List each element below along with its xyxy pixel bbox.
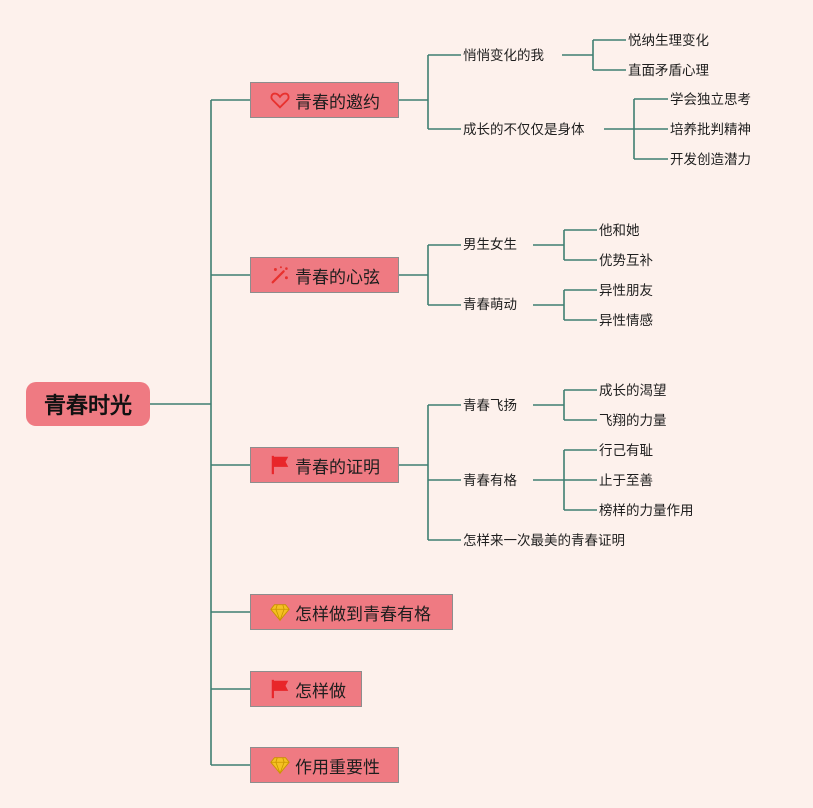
branch-label: 青春的心弦	[295, 267, 380, 288]
leaf-opposite-sex-feelings[interactable]: 异性情感	[597, 312, 655, 330]
red-flag-icon	[269, 678, 291, 700]
subtopic-best-youth-proof[interactable]: 怎样来一次最美的青春证明	[461, 532, 627, 550]
subtopic-youth-stirring[interactable]: 青春萌动	[461, 296, 519, 314]
branch-label: 青春的邀约	[295, 92, 380, 113]
leaf-he-and-she[interactable]: 他和她	[597, 222, 642, 240]
leaf-critical-spirit[interactable]: 培养批判精神	[668, 121, 753, 139]
leaf-power-of-flight[interactable]: 飞翔的力量	[597, 412, 669, 430]
leaf-role-model-power[interactable]: 榜样的力量作用	[597, 502, 696, 520]
leaf-ultimate-good[interactable]: 止于至善	[597, 472, 655, 490]
diamond-icon	[269, 601, 291, 623]
subtopic-boys-and-girls[interactable]: 男生女生	[461, 236, 519, 254]
leaf-accept-physical-change[interactable]: 悦纳生理变化	[626, 32, 711, 50]
branch-youth-proof[interactable]: 青春的证明	[250, 447, 399, 483]
branch-heartstrings[interactable]: 青春的心弦	[250, 257, 399, 293]
branch-how-to-do[interactable]: 怎样做	[250, 671, 362, 707]
subtopic-youth-character[interactable]: 青春有格	[461, 472, 519, 490]
leaf-independent-thinking[interactable]: 学会独立思考	[668, 91, 753, 109]
branch-how-to-have-character[interactable]: 怎样做到青春有格	[250, 594, 453, 630]
red-flag-icon	[269, 454, 291, 476]
leaf-face-conflict[interactable]: 直面矛盾心理	[626, 62, 711, 80]
leaf-creative-potential[interactable]: 开发创造潜力	[668, 151, 753, 169]
subtopic-changing-me[interactable]: 悄悄变化的我	[461, 47, 546, 65]
branch-label: 怎样做	[295, 681, 346, 702]
leaf-complementary-strengths[interactable]: 优势互补	[597, 252, 655, 270]
branch-youth-invitation[interactable]: 青春的邀约	[250, 82, 399, 118]
branch-importance[interactable]: 作用重要性	[250, 747, 399, 783]
subtopic-youth-soaring[interactable]: 青春飞扬	[461, 397, 519, 415]
branch-label: 怎样做到青春有格	[295, 604, 431, 625]
subtopic-more-than-body[interactable]: 成长的不仅仅是身体	[461, 121, 587, 139]
magic-wand-icon	[269, 264, 291, 286]
leaf-desire-to-grow[interactable]: 成长的渴望	[597, 382, 669, 400]
root-node[interactable]: 青春时光	[26, 382, 150, 426]
branch-label: 作用重要性	[295, 757, 380, 778]
root-label: 青春时光	[43, 394, 132, 419]
leaf-opposite-sex-friends[interactable]: 异性朋友	[597, 282, 655, 300]
diamond-icon	[269, 754, 291, 776]
leaf-sense-of-shame[interactable]: 行己有耻	[597, 442, 655, 460]
branch-label: 青春的证明	[295, 457, 380, 478]
heart-icon	[269, 89, 291, 111]
